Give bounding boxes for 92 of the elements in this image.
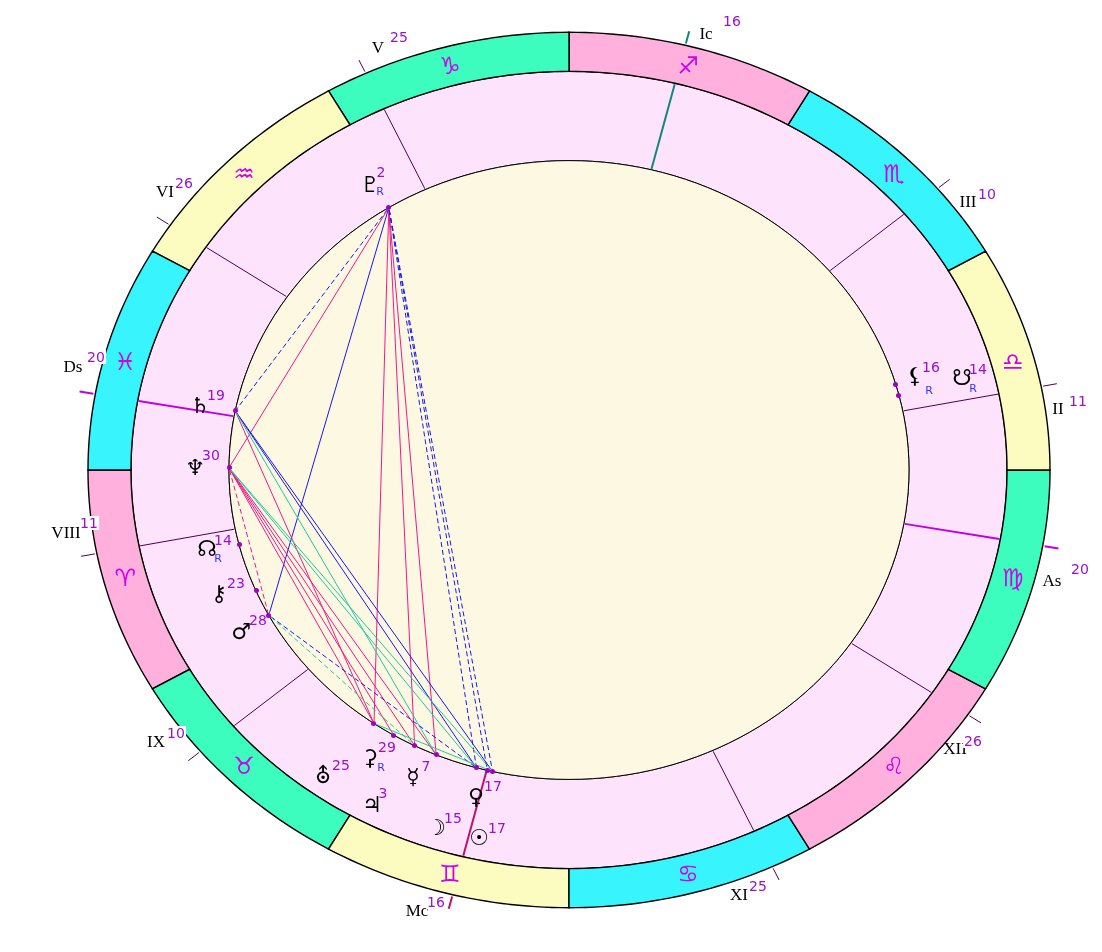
zodiac-sign-symbol: ♉	[233, 753, 255, 778]
degree-number: 2	[376, 165, 386, 179]
cusp-degree: 10	[166, 726, 186, 740]
planet-symbol: ⚸	[906, 365, 924, 387]
degree-number: 17	[488, 821, 506, 835]
aspect-line	[235, 412, 374, 722]
zodiac-sign-band	[151, 89, 352, 272]
planet-position-dot	[266, 612, 272, 618]
zodiac-sign-symbol: ♓	[114, 349, 136, 374]
retrograde-mark: R	[376, 185, 384, 197]
planet-position-dot	[893, 382, 899, 388]
zodiac-sign-symbol: ♐	[677, 54, 699, 79]
planet-position-dot	[232, 408, 238, 414]
aspect-line	[229, 469, 269, 614]
degree-number: 15	[444, 811, 462, 825]
planet-symbol: ☉	[469, 827, 489, 849]
cusp-label: VIII	[51, 523, 81, 541]
cusp-label: IX	[147, 732, 165, 750]
zodiac-sign-symbol: ♏	[883, 162, 905, 187]
aspect-line	[388, 209, 437, 753]
cusp-label: III	[959, 192, 977, 210]
cusp-degree: 20	[1070, 562, 1090, 576]
planet-symbol: ⚳	[361, 747, 379, 769]
cusp-degree: 11	[1068, 394, 1088, 408]
degree-number: 16	[922, 360, 940, 374]
planet-symbol: ⚷	[210, 583, 228, 605]
zodiac-sign-band	[327, 31, 571, 126]
zodiac-sign-symbol: ♈	[114, 566, 136, 591]
zodiac-sign-symbol: ♊	[439, 861, 461, 886]
planet-symbol: ☽	[426, 817, 446, 839]
cusp-label: Mc	[405, 901, 429, 919]
cusp-degree: 16	[426, 895, 446, 909]
cusp-label: Ds	[63, 357, 83, 375]
cusp-label: VI	[156, 182, 174, 200]
planet-position-dot	[490, 768, 495, 774]
planet-position-dot	[371, 720, 377, 726]
zodiac-sign-symbol: ♋	[677, 861, 699, 886]
cusp-degree: 11	[79, 516, 99, 530]
cusp-label: II	[1052, 399, 1064, 417]
degree-number: 29	[378, 740, 396, 754]
zodiac-sign-symbol: ♒	[233, 162, 255, 187]
cusp-degree: 25	[748, 879, 768, 893]
zodiac-sign-symbol: ♌	[883, 753, 905, 778]
planet-position-dot	[896, 392, 902, 398]
degree-number: 25	[332, 758, 350, 772]
degree-number: 30	[202, 448, 220, 462]
cusp-label: V	[371, 38, 385, 56]
cusp-degree: 20	[86, 350, 106, 364]
degree-number: 23	[227, 576, 245, 590]
zodiac-sign-symbol: ♎	[1002, 349, 1024, 374]
aspect-line	[269, 209, 389, 614]
cusp-degree: 16	[722, 14, 742, 28]
planet-position-dot	[473, 765, 479, 771]
cusp-degree: 26	[174, 176, 194, 190]
degree-number: 3	[378, 786, 388, 800]
retrograde-mark: R	[925, 384, 933, 396]
zodiac-sign-band	[787, 668, 987, 851]
cusp-label: As	[1042, 571, 1062, 589]
retrograde-mark: R	[377, 761, 385, 773]
planet-position-dot	[253, 588, 259, 594]
degree-number: 7	[421, 759, 431, 773]
degree-number: 17	[484, 779, 502, 793]
cusp-degree: 10	[977, 187, 997, 201]
degree-number: 19	[207, 388, 225, 402]
planet-position-dot	[236, 542, 242, 548]
planet-position-dot	[433, 752, 439, 758]
zodiac-sign-band	[567, 814, 811, 909]
zodiac-sign-band	[947, 250, 1051, 472]
retrograde-mark: R	[969, 382, 977, 394]
planet-symbol: ☿	[406, 766, 420, 788]
cusp-degree: 25	[389, 30, 409, 44]
degree-number: 14	[969, 362, 987, 376]
aspect-line	[270, 616, 475, 767]
planet-position-dot	[484, 767, 490, 773]
planet-symbol: ⛢	[314, 765, 332, 787]
zodiac-sign-symbol: ♍	[1002, 566, 1024, 591]
degree-number: 28	[249, 613, 267, 627]
planet-symbol: ♂	[231, 621, 251, 643]
cusp-label: Ic	[699, 24, 713, 42]
aspect-line	[229, 209, 388, 467]
aspect-line	[270, 616, 414, 745]
cusp-label: XI	[730, 885, 748, 903]
planet-position-dot	[391, 732, 397, 738]
cusp-degree: 26	[963, 734, 983, 748]
planet-position-dot	[412, 743, 418, 749]
planet-position-dot	[226, 465, 232, 471]
aspect-line	[229, 469, 374, 722]
aspect-line	[236, 209, 388, 410]
aspect-line	[388, 209, 415, 744]
degree-number: 14	[214, 533, 232, 547]
planet-position-dot	[386, 205, 392, 211]
zodiac-sign-symbol: ♑	[439, 54, 461, 79]
